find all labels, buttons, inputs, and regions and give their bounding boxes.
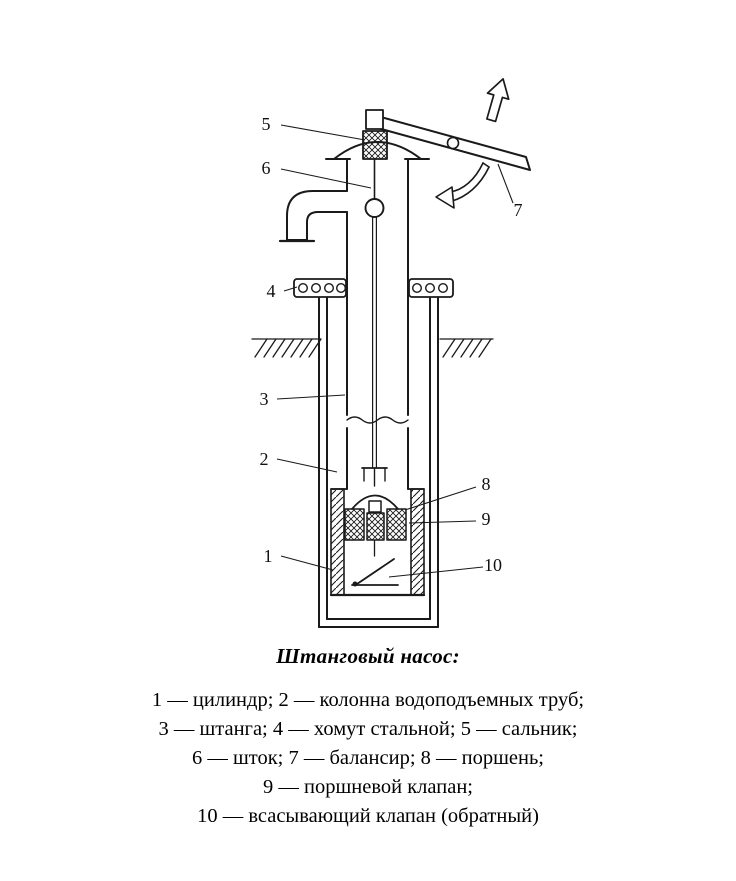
leader-6 [280,168,372,189]
callout-10: 10 [484,555,502,575]
leader-2 [276,458,338,473]
callout-leaders [276,124,514,578]
leader-10 [388,566,484,578]
piston [344,467,407,557]
piston-seal-left [344,508,365,541]
callout-1: 1 [264,546,273,566]
steel-clamp [293,278,454,298]
callout-numbers: 5 6 4 3 2 1 7 8 9 10 [260,114,523,575]
leader-1 [280,555,334,571]
riser-tube [346,158,409,490]
leader-5 [280,124,366,141]
break-wavy-line [346,416,409,424]
ground-hatching [251,338,494,358]
piston-valve-cap [368,500,382,513]
valve-flap [356,558,395,585]
rod-shackle [365,109,384,130]
leader-3 [276,394,346,400]
pump-cylinder [329,488,426,597]
callout-2: 2 [260,449,269,469]
piston-seal-right [386,508,407,541]
valve-hinge [352,581,358,587]
leader-9 [408,520,477,524]
callout-5: 5 [262,114,271,134]
clamp-bolt-holes [298,283,449,294]
leader-8 [404,486,477,511]
leader-4 [283,286,298,292]
caption-line-2: 3 — штанга; 4 — хомут стальной; 5 — саль… [158,718,578,740]
well-casing [318,296,439,628]
callout-9: 9 [482,509,491,529]
callout-4: 4 [267,281,276,301]
swing-arrow [435,162,490,209]
callout-7: 7 [514,200,523,220]
stuffing-box [362,109,388,160]
caption-line-3: 6 — шток; 7 — балансир; 8 — поршень; [191,747,545,769]
caption-line-4: 9 — поршневой клапан; [263,776,473,798]
caption-line-5: 10 — всасывающий клапан (обратный) [197,805,539,827]
valve-cage-dome [351,494,399,510]
rod-ball-joint [364,198,385,218]
leader-7 [497,163,514,204]
caption-line-1: 1 — цилиндр; 2 — колонна водоподъемных т… [151,689,585,711]
figure-caption: Штанговый насос: 1 — цилиндр; 2 — колонн… [0,644,736,831]
figure-title: Штанговый насос: [276,644,460,668]
beam-pivot [446,136,460,150]
rod-pump-diagram: 5 6 4 3 2 1 7 8 9 10 [251,78,531,628]
pump-rod [364,158,385,469]
piston-valve [366,512,385,541]
callout-3: 3 [260,389,269,409]
spout [278,190,348,243]
callout-8: 8 [482,474,491,494]
up-arrow [486,78,510,123]
suction-valve [351,558,399,587]
callout-6: 6 [262,158,271,178]
beam-balancer [369,113,531,171]
